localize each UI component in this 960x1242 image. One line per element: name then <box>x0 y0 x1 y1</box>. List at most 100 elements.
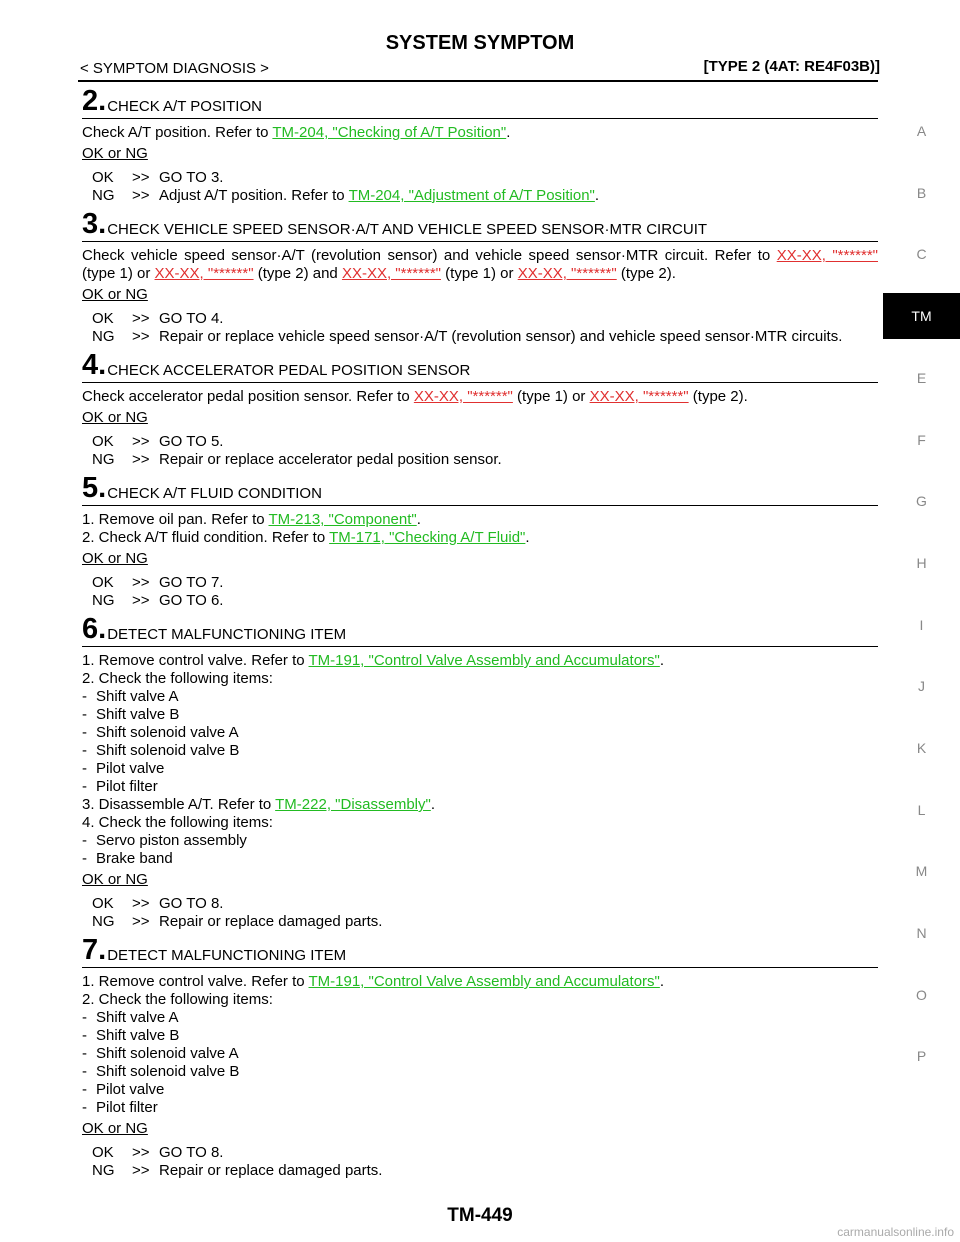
instruction-text: . <box>659 652 665 669</box>
step-heading: 2. CHECK A/T POSITION <box>82 87 878 119</box>
reference-link[interactable]: XX-XX, "******" <box>341 265 441 282</box>
section-tab-n[interactable]: N <box>916 925 927 942</box>
item-text: Shift valve A <box>96 1009 179 1026</box>
ng-result: NG>>Repair or replace accelerator pedal … <box>92 451 878 469</box>
result-list: OK>>GO TO 5. NG>>Repair or replace accel… <box>82 433 878 469</box>
step-title: CHECK ACCELERATOR PEDAL POSITION SENSOR <box>107 362 471 379</box>
arrow: >> <box>132 328 150 345</box>
instruction-text: (type 1) or <box>440 265 518 282</box>
section-tab-b[interactable]: B <box>916 184 927 201</box>
reference-link[interactable]: TM-171, "Checking A/T Fluid" <box>329 529 526 546</box>
ng-result: NG>>Repair or replace vehicle speed sens… <box>92 328 878 346</box>
arrow: >> <box>132 574 150 591</box>
dash: - <box>82 832 87 849</box>
list-item: -Pilot valve <box>82 760 878 778</box>
item-text: Shift solenoid valve A <box>96 1045 239 1062</box>
section-tab-j[interactable]: J <box>918 678 925 695</box>
ng-label: NG <box>92 328 115 345</box>
step-heading: 6. DETECT MALFUNCTIONING ITEM <box>82 615 878 647</box>
list-item: -Shift valve A <box>82 1009 878 1027</box>
result-list: OK>>GO TO 7. NG>>GO TO 6. <box>82 574 878 610</box>
ok-text: GO TO 7. <box>159 574 224 591</box>
list-item: -Pilot valve <box>82 1081 878 1099</box>
section-tab-m[interactable]: M <box>915 863 928 880</box>
section-tab-p[interactable]: P <box>916 1048 927 1065</box>
instruction-text: 2. Check A/T fluid condition. Refer to <box>82 529 330 546</box>
step-instruction: Check vehicle speed sensor·A/T (revoluti… <box>82 247 878 283</box>
step-heading: 5. CHECK A/T FLUID CONDITION <box>82 474 878 506</box>
section-tab-e[interactable]: E <box>916 369 927 386</box>
instruction-text: (type 2) and <box>253 265 342 282</box>
ok-label: OK <box>92 433 114 450</box>
reference-link[interactable]: TM-191, "Control Valve Assembly and Accu… <box>308 973 660 990</box>
section-tab-f[interactable]: F <box>917 431 926 448</box>
list-item: -Pilot filter <box>82 1099 878 1117</box>
section-tab-i[interactable]: I <box>919 616 924 633</box>
section-tab-c[interactable]: C <box>916 246 927 263</box>
reference-link[interactable]: XX-XX, "******" <box>589 388 689 405</box>
type-label: [TYPE 2 (4AT: RE4F03B)] <box>703 58 880 75</box>
ng-prefix: Adjust A/T position. Refer to <box>159 187 349 204</box>
instruction-text: 3. Disassemble A/T. Refer to <box>82 796 276 813</box>
reference-link[interactable]: XX-XX, "******" <box>517 265 617 282</box>
ng-result: NG>>Repair or replace damaged parts. <box>92 1162 878 1180</box>
instruction-text: 1. Remove control valve. Refer to <box>82 652 309 669</box>
step-heading: 3. CHECK VEHICLE SPEED SENSOR·A/T AND VE… <box>82 210 878 242</box>
item-text: Shift solenoid valve B <box>96 742 240 759</box>
reference-link[interactable]: TM-204, "Checking of A/T Position" <box>272 124 507 141</box>
instruction-text: . <box>416 511 421 528</box>
arrow: >> <box>132 592 150 609</box>
result-list: OK>>GO TO 4. NG>>Repair or replace vehic… <box>82 310 878 346</box>
step-number: 5. <box>82 472 107 504</box>
dash: - <box>82 742 87 759</box>
item-text: Pilot filter <box>96 1099 158 1116</box>
step-number: 7. <box>82 934 107 966</box>
reference-link[interactable]: TM-191, "Control Valve Assembly and Accu… <box>308 652 660 669</box>
ng-label: NG <box>92 913 115 930</box>
dash: - <box>82 1081 87 1098</box>
step-title: DETECT MALFUNCTIONING ITEM <box>107 626 347 643</box>
ok-result: OK>>GO TO 8. <box>92 1144 878 1162</box>
list-item: -Shift valve B <box>82 1027 878 1045</box>
section-tab-tm[interactable]: TM <box>883 293 960 340</box>
ok-or-ng-label: OK or NG <box>82 1120 148 1137</box>
section-tab-o[interactable]: O <box>916 986 927 1003</box>
section-tab-a[interactable]: A <box>916 122 927 139</box>
section-tab-k[interactable]: K <box>916 740 927 757</box>
step-heading: 7. DETECT MALFUNCTIONING ITEM <box>82 936 878 968</box>
section-tab-h[interactable]: H <box>916 554 927 571</box>
ok-result: OK>>GO TO 7. <box>92 574 878 592</box>
ng-label: NG <box>92 451 115 468</box>
section-tab-l[interactable]: L <box>917 801 926 818</box>
content: 2. CHECK A/T POSITION Check A/T position… <box>82 84 878 1185</box>
reference-link[interactable]: XX-XX, "******" <box>154 265 254 282</box>
section-tab-g[interactable]: G <box>916 493 927 510</box>
ok-text: GO TO 8. <box>159 895 224 912</box>
ng-text: Repair or replace damaged parts. <box>159 1162 383 1179</box>
instruction-text: Check A/T position. Refer to <box>82 124 273 141</box>
result-list: OK>>GO TO 8. NG>>Repair or replace damag… <box>82 1144 878 1180</box>
instruction-text: 1. Remove oil pan. Refer to <box>82 511 269 528</box>
dash: - <box>82 724 87 741</box>
instruction-line: 2. Check A/T fluid condition. Refer to T… <box>82 529 878 547</box>
ok-text: GO TO 3. <box>159 169 224 186</box>
step-6: 6. DETECT MALFUNCTIONING ITEM 1. Remove … <box>82 615 878 931</box>
ok-label: OK <box>92 895 114 912</box>
reference-link[interactable]: XX-XX, "******" <box>776 247 878 264</box>
ng-text: Repair or replace damaged parts. <box>159 913 383 930</box>
instruction-line: 3. Disassemble A/T. Refer to TM-222, "Di… <box>82 796 878 814</box>
reference-link[interactable]: XX-XX, "******" <box>413 388 513 405</box>
step-instruction: 1. Remove control valve. Refer to TM-191… <box>82 652 878 868</box>
list-item: -Servo piston assembly <box>82 832 878 850</box>
dash: - <box>82 706 87 723</box>
page-number: TM-449 <box>447 1205 513 1226</box>
reference-link[interactable]: TM-213, "Component" <box>268 511 417 528</box>
item-text: Servo piston assembly <box>96 832 247 849</box>
ng-label: NG <box>92 1162 115 1179</box>
dash: - <box>82 1063 87 1080</box>
ng-suffix: . <box>594 187 600 204</box>
reference-link[interactable]: TM-204, "Adjustment of A/T Position" <box>348 187 595 204</box>
reference-link[interactable]: TM-222, "Disassembly" <box>275 796 431 813</box>
instruction-text: 1. Remove control valve. Refer to <box>82 973 309 990</box>
item-text: Pilot filter <box>96 778 158 795</box>
